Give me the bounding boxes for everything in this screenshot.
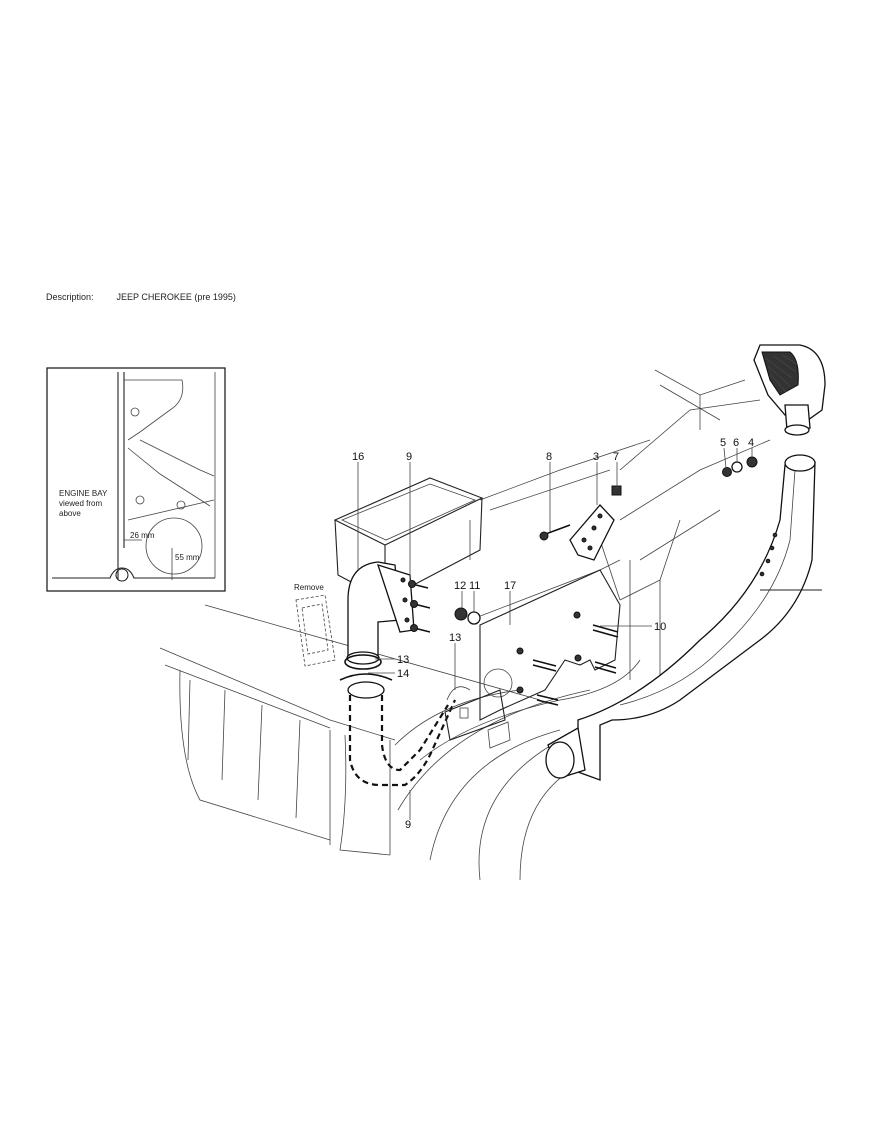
vehicle-body-outline xyxy=(159,369,771,881)
description-value: JEEP CHEROKEE (pre 1995) xyxy=(116,292,236,302)
callout-9-top: 9 xyxy=(406,451,412,463)
part-4-nut xyxy=(746,456,758,468)
lower-bracket xyxy=(444,689,511,749)
callout-11: 11 xyxy=(469,580,480,592)
part-3-bracket xyxy=(569,504,615,561)
hidden-hose-path xyxy=(347,681,471,787)
callout-3: 3 xyxy=(593,451,599,463)
part-7-nut xyxy=(611,485,622,496)
inset-dimension-26: 26 mm xyxy=(130,531,155,540)
snorkel-body xyxy=(545,454,816,781)
part-11-cap xyxy=(467,611,481,625)
studs-10 xyxy=(532,624,619,706)
inset-caption-1: ENGINE BAY xyxy=(59,489,108,498)
callout-8: 8 xyxy=(546,451,552,463)
inset-dimension-55: 55 mm xyxy=(175,553,200,562)
callout-numbers: 16 9 8 3 7 5 6 4 12 11 17 10 13 13 14 9 xyxy=(352,437,754,831)
callout-6: 6 xyxy=(733,437,739,449)
hose-clamp-13 xyxy=(344,654,382,670)
part-17-mount-plate xyxy=(479,569,621,721)
leader-lines xyxy=(357,447,822,820)
part-6-washer xyxy=(731,461,743,473)
seal-ring-14 xyxy=(339,673,393,681)
callout-10: 10 xyxy=(654,621,666,633)
part-16-elbow xyxy=(346,561,415,665)
callout-13-right: 13 xyxy=(449,632,461,644)
snorkel-head xyxy=(753,344,826,436)
callout-7: 7 xyxy=(613,451,619,463)
inset-engine-bay: ENGINE BAY viewed from above 26 mm 55 mm xyxy=(46,367,226,592)
inset-caption-2: viewed from xyxy=(59,499,102,508)
callout-5: 5 xyxy=(720,437,726,449)
inset-caption-3: above xyxy=(59,509,81,518)
callout-16: 16 xyxy=(352,451,364,463)
callout-9-bottom: 9 xyxy=(405,819,411,831)
inset-frame xyxy=(46,367,226,592)
remove-label: Remove xyxy=(294,583,324,592)
callout-13-left: 13 xyxy=(397,654,409,666)
part-5-nut xyxy=(722,467,732,477)
part-8-bolt xyxy=(539,524,571,541)
remove-panel: Remove xyxy=(294,583,336,667)
callout-12: 12 xyxy=(454,580,466,592)
callout-4: 4 xyxy=(748,437,754,449)
description-label: Description: xyxy=(46,292,94,302)
description-line: Description: JEEP CHEROKEE (pre 1995) xyxy=(46,292,236,302)
bolts-9 xyxy=(408,580,431,633)
callout-14: 14 xyxy=(397,668,409,680)
part-12-grommet xyxy=(454,607,468,621)
callout-17: 17 xyxy=(504,580,516,592)
